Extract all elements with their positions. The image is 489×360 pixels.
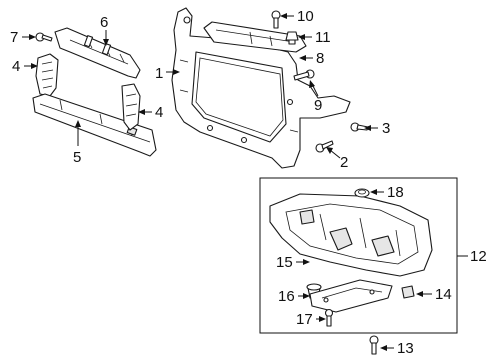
- callout-4-right: 4: [155, 104, 163, 121]
- callout-2: 2: [340, 154, 348, 171]
- callout-12: 12: [470, 248, 487, 265]
- callout-7: 7: [10, 29, 18, 46]
- clip-part-14: [401, 285, 415, 299]
- callout-13: 13: [397, 340, 414, 357]
- callout-11: 11: [315, 29, 331, 46]
- upper-bracket-part: [54, 27, 141, 79]
- plug-part-18: [354, 188, 370, 198]
- callout-15: 15: [276, 254, 293, 271]
- bolt-part-7: [35, 32, 53, 42]
- bolt-part-3: [350, 122, 369, 132]
- leader-lines: [22, 13, 468, 351]
- bolt-part-2: [315, 140, 334, 153]
- screw-part-17: [324, 308, 334, 327]
- callout-17: 17: [296, 311, 313, 328]
- bolt-part-10: [271, 10, 281, 29]
- callout-1: 1: [155, 65, 163, 82]
- left-air-guide-part: [35, 53, 59, 97]
- callout-16: 16: [278, 288, 295, 305]
- callout-9: 9: [314, 97, 322, 114]
- callout-8: 8: [316, 50, 324, 67]
- right-air-guide-part: [121, 83, 141, 131]
- callout-3: 3: [382, 120, 390, 137]
- bolt-part-13: [369, 335, 379, 355]
- upper-cover-part: [203, 21, 307, 53]
- callout-10: 10: [297, 8, 314, 25]
- callout-6: 6: [100, 14, 108, 31]
- radiator-support-part: [171, 7, 351, 169]
- callout-4-left: 4: [12, 58, 20, 75]
- engine-under-cover-part: [269, 193, 433, 277]
- callout-14: 14: [435, 286, 452, 303]
- callout-labels: 1 2 3 4 4 5 6 7 8 9 10 11 12 13 14 15 16…: [10, 8, 487, 357]
- clip-part-11: [285, 31, 299, 45]
- callout-18: 18: [387, 184, 404, 201]
- callout-5: 5: [73, 149, 81, 166]
- bolt-part-9: [293, 69, 315, 81]
- small-cover-part-16: [309, 279, 393, 313]
